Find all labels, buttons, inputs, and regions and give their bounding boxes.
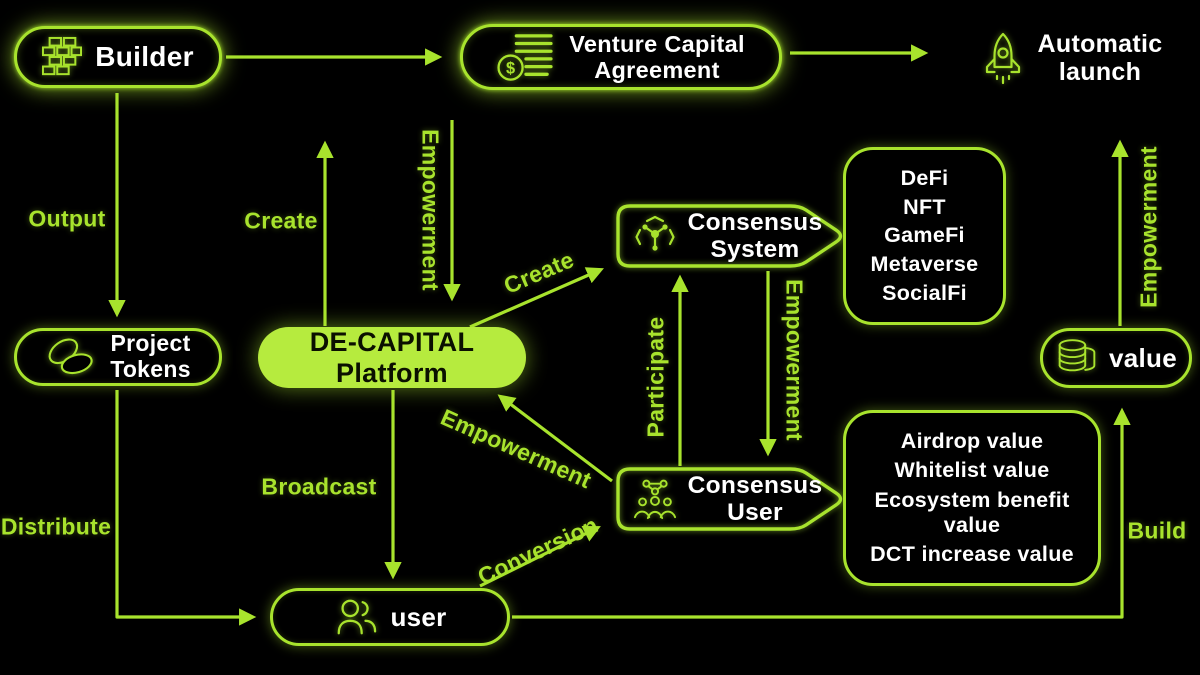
users-icon [333, 596, 377, 638]
node-consensus-system-label: Consensus System [688, 209, 823, 264]
value-type-item: DCT increase value [870, 541, 1074, 566]
edge-label-broadcast: Broadcast [261, 473, 377, 500]
launch-label-line2: launch [1058, 58, 1142, 86]
node-user-label: user [390, 601, 447, 632]
fi-sector-item: DeFi [900, 165, 949, 190]
arrow-create-diagonal [469, 267, 604, 329]
network-nodes-icon [632, 213, 678, 259]
edge-label-empowerment-left: Empowerment [417, 129, 444, 291]
coins-icon [45, 335, 97, 379]
fi-sector-item: Metaverse [870, 252, 979, 277]
node-automatic-launch: Automatic launch [952, 26, 1190, 90]
consensus-user-shape [616, 467, 843, 531]
node-user: user [270, 588, 510, 646]
edge-label-create-up: Create [244, 207, 318, 234]
node-automatic-launch-label: Automatic launch [1038, 30, 1163, 86]
fi-sector-item: GameFi [884, 223, 965, 248]
node-de-capital-platform: DE-CAPITAL Platform [258, 327, 526, 388]
node-value: value [1040, 328, 1192, 388]
arrow-distribute [115, 390, 257, 626]
node-project-tokens-label: Project Tokens [110, 330, 191, 383]
rocket-icon [980, 31, 1026, 85]
project-tokens-line2: Tokens [110, 356, 191, 382]
vc-label-line2: Agreement [594, 57, 720, 83]
value-types-box: Airdrop value Whitelist value Ecosystem … [843, 410, 1101, 586]
node-venture-capital-agreement: $ Venture Capital Agreement [460, 24, 782, 90]
edge-label-distribute: Distribute [0, 513, 112, 540]
consensus-user-line2: User [727, 499, 783, 526]
coin-stack-icon [1055, 337, 1099, 379]
arrow-conversion [479, 526, 601, 588]
fi-sector-item: NFT [903, 194, 946, 219]
consensus-system-line1: Consensus [687, 208, 823, 236]
node-de-capital-platform-label: DE-CAPITAL Platform [310, 327, 475, 387]
value-type-item: Whitelist value [894, 458, 1050, 483]
consensus-system-shape [616, 204, 843, 268]
people-network-icon [632, 477, 678, 521]
edge-label-participate: Participate [642, 316, 669, 438]
node-consensus-user-label: Consensus User [688, 472, 823, 527]
node-venture-capital-agreement-label: Venture Capital Agreement [569, 31, 745, 84]
consensus-user-line1: Consensus [687, 471, 823, 499]
project-tokens-line1: Project [110, 330, 191, 357]
node-builder: Builder [14, 26, 222, 88]
arrow-empowerment-diagonal [497, 394, 613, 483]
node-builder-label: Builder [95, 41, 194, 72]
node-value-label: value [1109, 342, 1177, 373]
dollar-document-icon: $ [497, 32, 553, 82]
bricks-icon [42, 36, 83, 78]
fi-sectors-box: DeFi NFT GameFi Metaverse SocialFi [843, 147, 1006, 325]
launch-label-line1: Automatic [1037, 30, 1163, 58]
svg-text:$: $ [506, 59, 515, 77]
vc-label-line1: Venture Capital [569, 30, 745, 57]
node-consensus-user: Consensus User [622, 470, 832, 528]
edge-label-empowerment-right: Empowerment [1135, 146, 1162, 308]
de-capital-line2: Platform [336, 357, 448, 388]
edge-label-empowerment-middle: Empowerment [781, 279, 808, 441]
node-project-tokens: Project Tokens [14, 328, 222, 386]
node-consensus-system: Consensus System [622, 207, 832, 265]
edge-label-output: Output [28, 205, 106, 232]
value-type-item: Ecosystem benefit value [874, 487, 1070, 537]
de-capital-line1: DE-CAPITAL [309, 327, 475, 358]
edge-label-build: Build [1127, 517, 1187, 544]
arrow-build [512, 407, 1131, 619]
fi-sector-item: SocialFi [882, 281, 967, 306]
value-type-item: Airdrop value [900, 429, 1044, 454]
consensus-system-line2: System [710, 236, 800, 263]
